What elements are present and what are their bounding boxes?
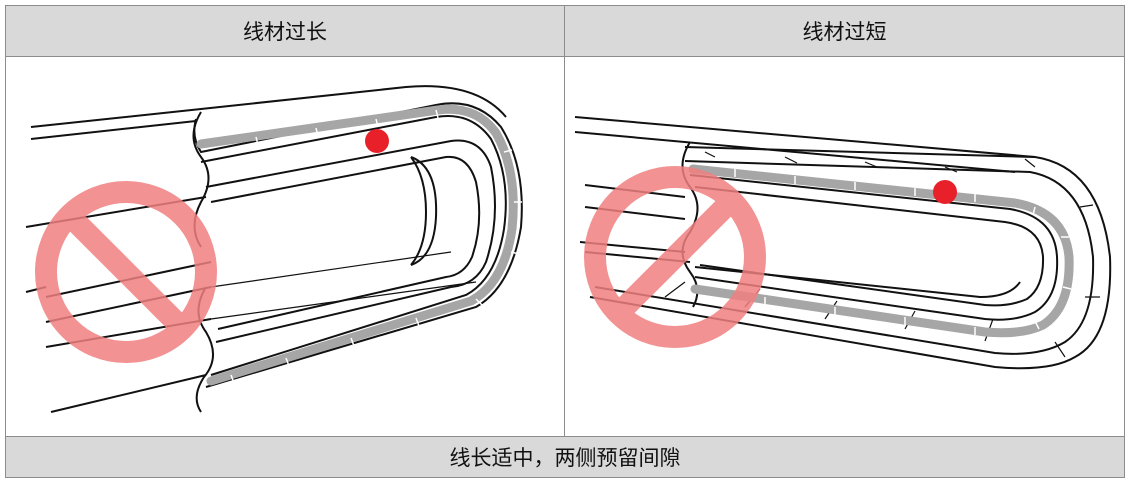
cable-chain-too-short-drawing [574,116,1112,370]
panel-title-too-short: 线材过短 [564,5,1125,57]
prohibition-icon [584,166,766,348]
footer-caption: 线长适中，两侧预留间隙 [5,436,1125,478]
cable-chain-too-long-drawing [25,85,523,413]
cable-marker-dot [365,129,389,153]
prohibition-icon [35,181,217,363]
panel-title-too-long: 线材过长 [5,5,565,57]
illustration-too-long [5,56,565,437]
cable-marker-dot [933,180,957,204]
illustration-too-short [564,56,1125,437]
footer-text: 线长适中，两侧预留间隙 [449,446,681,470]
panel-title-text: 线材过长 [243,20,327,44]
panel-title-text: 线材过短 [802,20,887,44]
